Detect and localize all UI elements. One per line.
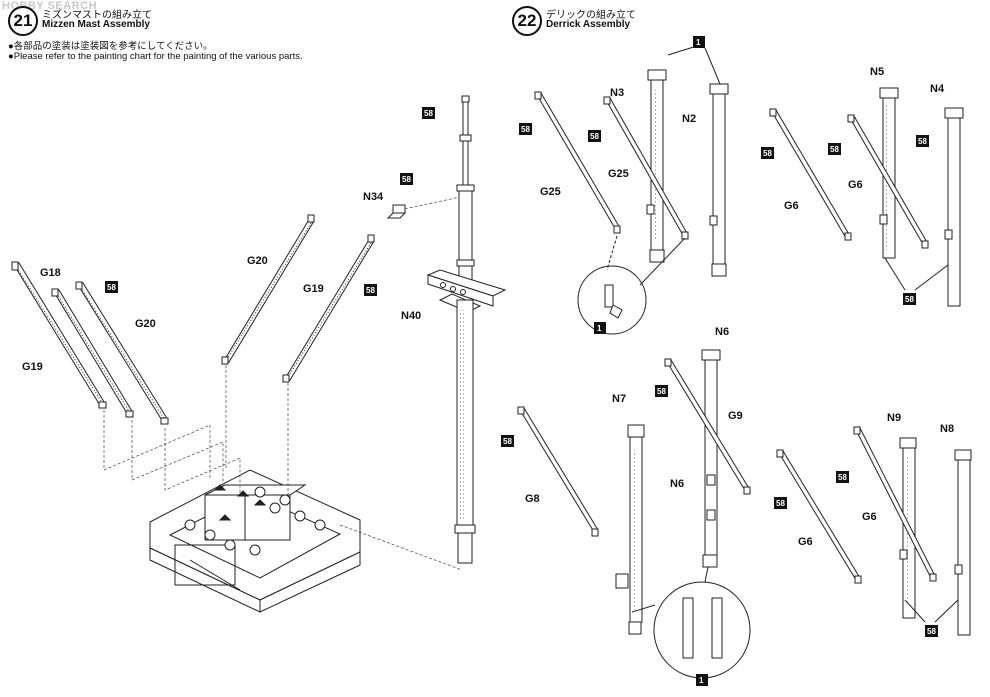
- paint-badges-21: 58 58 58 58: [105, 107, 435, 296]
- yard-arms-21: [11, 214, 375, 425]
- label-g8: G8: [525, 493, 540, 505]
- step-21-number: 21: [8, 6, 38, 36]
- paint-code-badge: 58: [830, 145, 839, 154]
- paint-code-badge: 58: [657, 387, 666, 396]
- label-n4: N4: [930, 83, 945, 95]
- step-21-title-en: Mizzen Mast Assembly: [42, 19, 150, 30]
- label-g6-bottom-left: G6: [798, 536, 813, 548]
- paint-code-badge: 58: [521, 125, 530, 134]
- paint-code-badge: 58: [590, 132, 599, 141]
- label-g20-left: G20: [135, 318, 156, 330]
- deck-base: [149, 469, 361, 613]
- label-g6-bottom-right: G6: [862, 511, 877, 523]
- ref-badge: 1: [696, 38, 701, 47]
- step-22-title-jp: デリックの組み立て: [546, 10, 636, 21]
- step-21-title-jp: ミズンマストの組み立て: [42, 10, 152, 21]
- guide-lines-21: [103, 196, 463, 571]
- paint-code-badge: 58: [776, 499, 785, 508]
- paint-code-badge: 58: [107, 283, 116, 292]
- label-g6-top-left: G6: [784, 200, 799, 212]
- label-n5: N5: [870, 66, 884, 78]
- derrick-n4-n5: [769, 87, 964, 307]
- label-n6-top: N6: [715, 326, 729, 338]
- label-g25-left: G25: [540, 186, 561, 198]
- paint-code-badge: 58: [366, 286, 375, 295]
- label-g9: G9: [728, 410, 743, 422]
- derrick-n8-n9: [776, 426, 972, 636]
- label-g18: G18: [40, 267, 61, 279]
- ref-badge: 1: [597, 324, 602, 333]
- painting-note-jp: ●各部品の塗装は塗装図を参考にしてください。: [8, 41, 213, 52]
- label-n2: N2: [682, 113, 696, 125]
- label-n9: N9: [887, 412, 901, 424]
- paint-code-badge: 58: [424, 109, 433, 118]
- paint-code-badge: 58: [763, 149, 772, 158]
- derrick-n6-n7: [517, 349, 751, 679]
- painting-note-en: ●Please refer to the painting chart for …: [8, 51, 303, 62]
- paint-code-badge: 58: [905, 295, 914, 304]
- label-g19-left: G19: [22, 361, 43, 373]
- paint-code-badge: 58: [402, 175, 411, 184]
- label-g25-right: G25: [608, 168, 629, 180]
- label-n8: N8: [940, 423, 954, 435]
- label-n3: N3: [610, 87, 624, 99]
- label-n6-mid: N6: [670, 478, 684, 490]
- paint-code-badge: 58: [927, 627, 936, 636]
- label-g20-right: G20: [247, 255, 268, 267]
- step-22-number: 22: [512, 6, 542, 36]
- label-g6-top-right: G6: [848, 179, 863, 191]
- paint-code-badge: 58: [503, 437, 512, 446]
- label-n40: N40: [401, 310, 421, 322]
- label-g19-right: G19: [303, 283, 324, 295]
- ref-badge: 1: [699, 676, 704, 685]
- label-n34: N34: [363, 191, 384, 203]
- paint-code-badge: 58: [918, 137, 927, 146]
- paint-code-badge: 58: [838, 473, 847, 482]
- label-n7: N7: [612, 393, 626, 405]
- step-22-title-en: Derrick Assembly: [546, 19, 631, 30]
- derrick-n2-n3: [534, 44, 729, 335]
- mizzen-mast: [386, 95, 507, 564]
